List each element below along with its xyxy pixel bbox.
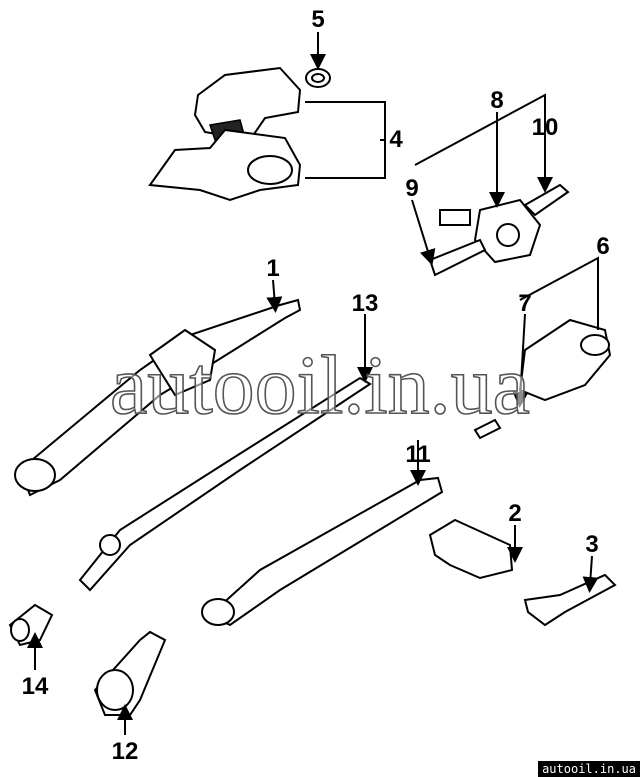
watermark-badge: autooil.in.ua bbox=[538, 761, 640, 777]
callout-1: 1 bbox=[266, 255, 279, 282]
callout-6: 6 bbox=[596, 233, 609, 260]
callout-5: 5 bbox=[311, 6, 324, 33]
part-11-column-jacket bbox=[201, 476, 444, 627]
part-12-boot bbox=[93, 630, 167, 716]
callout-8: 8 bbox=[490, 87, 503, 114]
callout-3: 3 bbox=[585, 531, 598, 558]
part-3-bracket-arm bbox=[523, 573, 617, 627]
part-2-bracket bbox=[428, 518, 514, 580]
callout-12: 12 bbox=[112, 738, 139, 765]
part-1-column-assembly bbox=[14, 298, 302, 497]
part-14-joint bbox=[8, 603, 54, 647]
part-13-intermediate-shaft bbox=[78, 376, 372, 592]
leader-lines bbox=[27, 32, 599, 735]
part-8-9-10-combination-switch bbox=[428, 183, 570, 277]
callout-14: 14 bbox=[22, 673, 49, 700]
part-4-column-covers bbox=[148, 66, 302, 202]
part-5-ring bbox=[305, 68, 331, 88]
callout-10: 10 bbox=[532, 114, 559, 141]
callout-9: 9 bbox=[405, 175, 418, 202]
callout-7: 7 bbox=[518, 290, 531, 317]
callout-2: 2 bbox=[508, 500, 521, 527]
watermark: autooil.in.ua bbox=[110, 339, 530, 432]
callout-13: 13 bbox=[352, 290, 379, 317]
callout-4: 4 bbox=[389, 126, 403, 153]
callout-11: 11 bbox=[405, 441, 430, 468]
